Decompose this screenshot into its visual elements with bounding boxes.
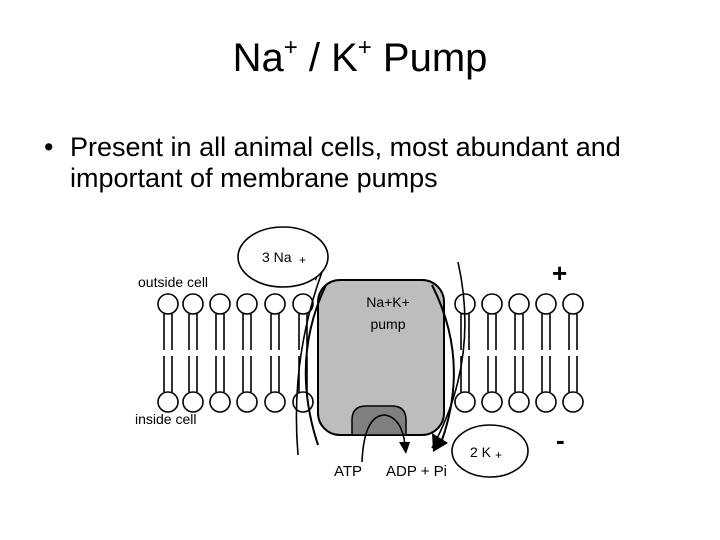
title-pump: Pump xyxy=(371,36,488,80)
pump-channel-right xyxy=(431,284,455,441)
potassium-label: 2 K xyxy=(470,444,492,460)
title-na: Na xyxy=(232,36,284,80)
inside-cell-label: inside cell xyxy=(135,411,196,427)
potassium-arrow xyxy=(431,261,466,449)
pump-channel-left xyxy=(304,284,327,446)
lipid-head-inner xyxy=(209,391,231,413)
lipid-head-outer xyxy=(264,293,286,315)
sodium-superscript: + xyxy=(299,253,306,267)
pump-label-line1: Na+K+ xyxy=(366,294,410,310)
lipid-head-inner xyxy=(454,391,476,413)
slide-title: Na+ / K+ Pump xyxy=(0,36,720,80)
lipid-head-outer xyxy=(236,293,258,315)
positive-charge-label: + xyxy=(552,258,567,288)
title-plus-2: + xyxy=(357,34,372,61)
title-plus-1: + xyxy=(283,34,298,61)
lipid-head-inner xyxy=(481,391,503,413)
lipid-head-outer xyxy=(182,293,204,315)
lipid-head-inner xyxy=(508,391,530,413)
negative-charge-label: - xyxy=(556,425,565,455)
lipid-head-outer xyxy=(562,293,584,315)
outside-cell-label: outside cell xyxy=(138,274,208,290)
title-separator: / K xyxy=(297,36,358,80)
potassium-superscript: + xyxy=(495,448,502,462)
lipid-head-outer xyxy=(535,293,557,315)
bullet-marker: • xyxy=(44,132,54,162)
atp-hydrolysis-arrowhead xyxy=(399,442,410,454)
sodium-bubble xyxy=(237,226,329,288)
lipid-head-inner xyxy=(236,391,258,413)
lipid-head-outer xyxy=(508,293,530,315)
lipid-head-outer xyxy=(481,293,503,315)
pump-label-line2: pump xyxy=(370,316,405,332)
lipid-head-inner xyxy=(562,391,584,413)
potassium-bubble xyxy=(451,424,529,478)
bullet-text: Present in all animal cells, most abunda… xyxy=(70,132,621,193)
sodium-arrow xyxy=(295,271,323,456)
atp-label: ATP xyxy=(334,463,362,480)
lipid-head-inner xyxy=(264,391,286,413)
lipid-head-inner xyxy=(535,391,557,413)
adp-pi-label: ADP + Pi xyxy=(386,463,447,480)
lipid-head-outer xyxy=(157,293,179,315)
atp-hydrolysis-arrow xyxy=(361,414,406,463)
potassium-arrowhead xyxy=(432,433,448,452)
lipid-head-inner xyxy=(157,391,179,413)
sodium-label: 3 Na xyxy=(262,249,292,265)
atp-binding-site xyxy=(351,405,407,436)
lipid-head-inner xyxy=(182,391,204,413)
lipid-head-outer xyxy=(209,293,231,315)
lipid-head-outer xyxy=(292,293,314,315)
